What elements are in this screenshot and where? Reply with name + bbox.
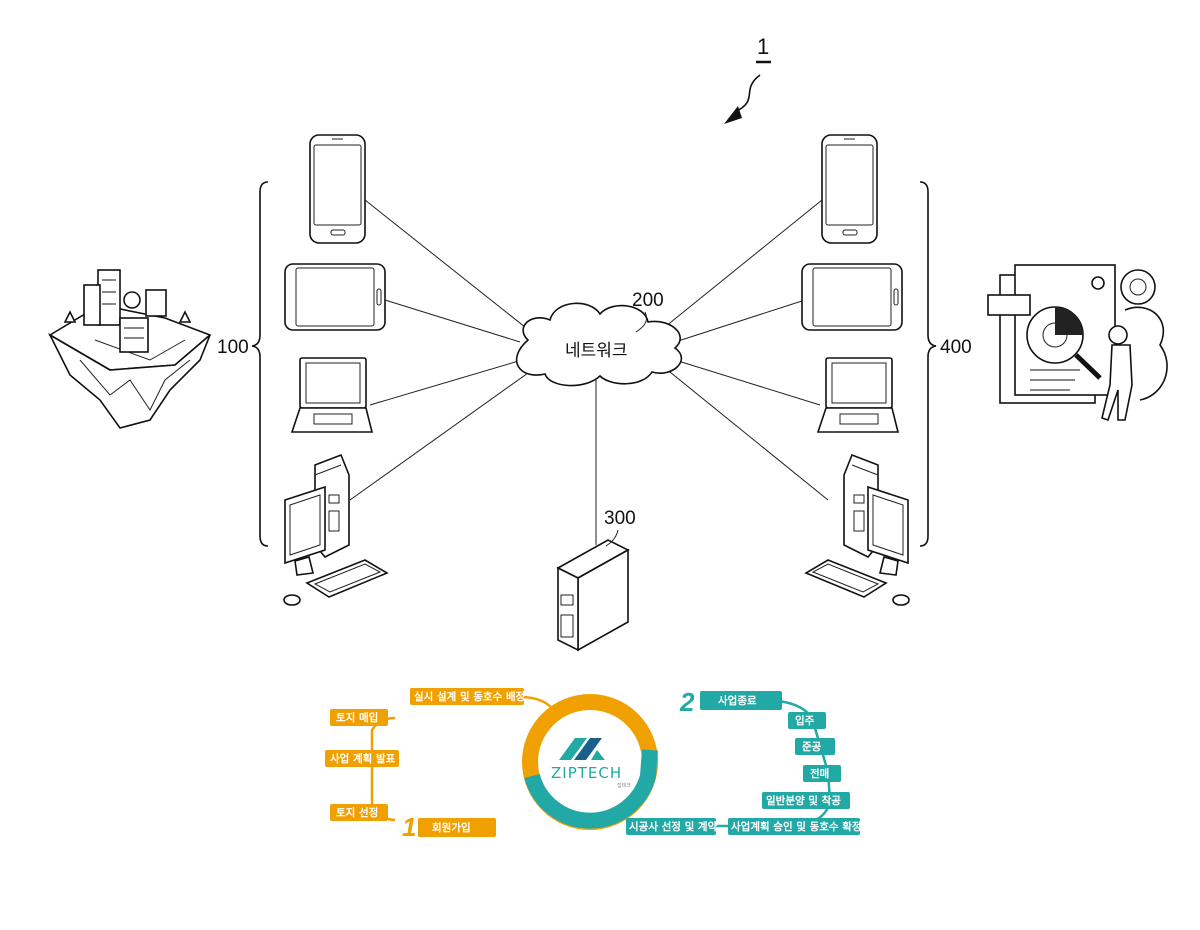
pill-land-select: 토지 선정	[336, 806, 378, 819]
ref-server-label: 300	[604, 508, 636, 529]
logo-text: ZIPTECH	[551, 764, 622, 782]
network-cloud: 네트워크	[517, 303, 682, 385]
logo-sub: 집테크	[617, 782, 631, 789]
pill-completion: 준공	[802, 741, 822, 753]
right-tablet-icon	[802, 264, 902, 330]
ref-main-arrowhead	[724, 106, 742, 124]
pill-land-buy: 토지 매입	[336, 711, 378, 724]
server-icon	[558, 540, 628, 650]
left-phone-icon	[310, 135, 365, 243]
left-laptop-icon	[292, 358, 372, 432]
document-analysis-illustration	[988, 265, 1167, 420]
ref-left-label: 100	[217, 337, 249, 358]
left-brace	[252, 182, 268, 546]
left-tablet-icon	[285, 264, 385, 330]
process-diagram: ZIPTECH 집테크 실시 설계 및 동호수 배정 토지 매입 사업 계획 발…	[325, 687, 862, 842]
right-brace	[920, 182, 936, 546]
ref-main-arrow	[735, 75, 760, 112]
pill-sale-start: 일반분양 및 착공	[766, 794, 841, 807]
pill-resale: 전매	[810, 767, 829, 780]
step2-number: 2	[679, 687, 695, 717]
pill-member-join: 회원가입	[432, 821, 471, 834]
pill-design: 실시 설계 및 동호수 배정	[414, 690, 525, 703]
ref-network-label: 200	[632, 290, 664, 311]
city-island-illustration	[50, 270, 210, 428]
pill-contractor: 시공사 선정 및 계약	[629, 820, 718, 833]
right-phone-icon	[822, 135, 877, 243]
pill-biz-end: 사업종료	[718, 694, 757, 707]
ziptech-logo: ZIPTECH 집테크	[551, 738, 631, 789]
network-label: 네트워크	[565, 341, 628, 361]
pill-plan-approval: 사업계획 승인 및 동호수 확정	[731, 820, 862, 833]
step1-number: 1	[402, 812, 416, 842]
ref-main-label: 1	[757, 34, 769, 59]
ref-right-label: 400	[940, 337, 972, 358]
right-desktop-icon	[806, 455, 909, 605]
pill-move-in: 입주	[795, 714, 815, 727]
right-laptop-icon	[818, 358, 898, 432]
pill-plan-announce: 사업 계획 발표	[330, 752, 396, 765]
left-desktop-icon	[284, 455, 387, 605]
